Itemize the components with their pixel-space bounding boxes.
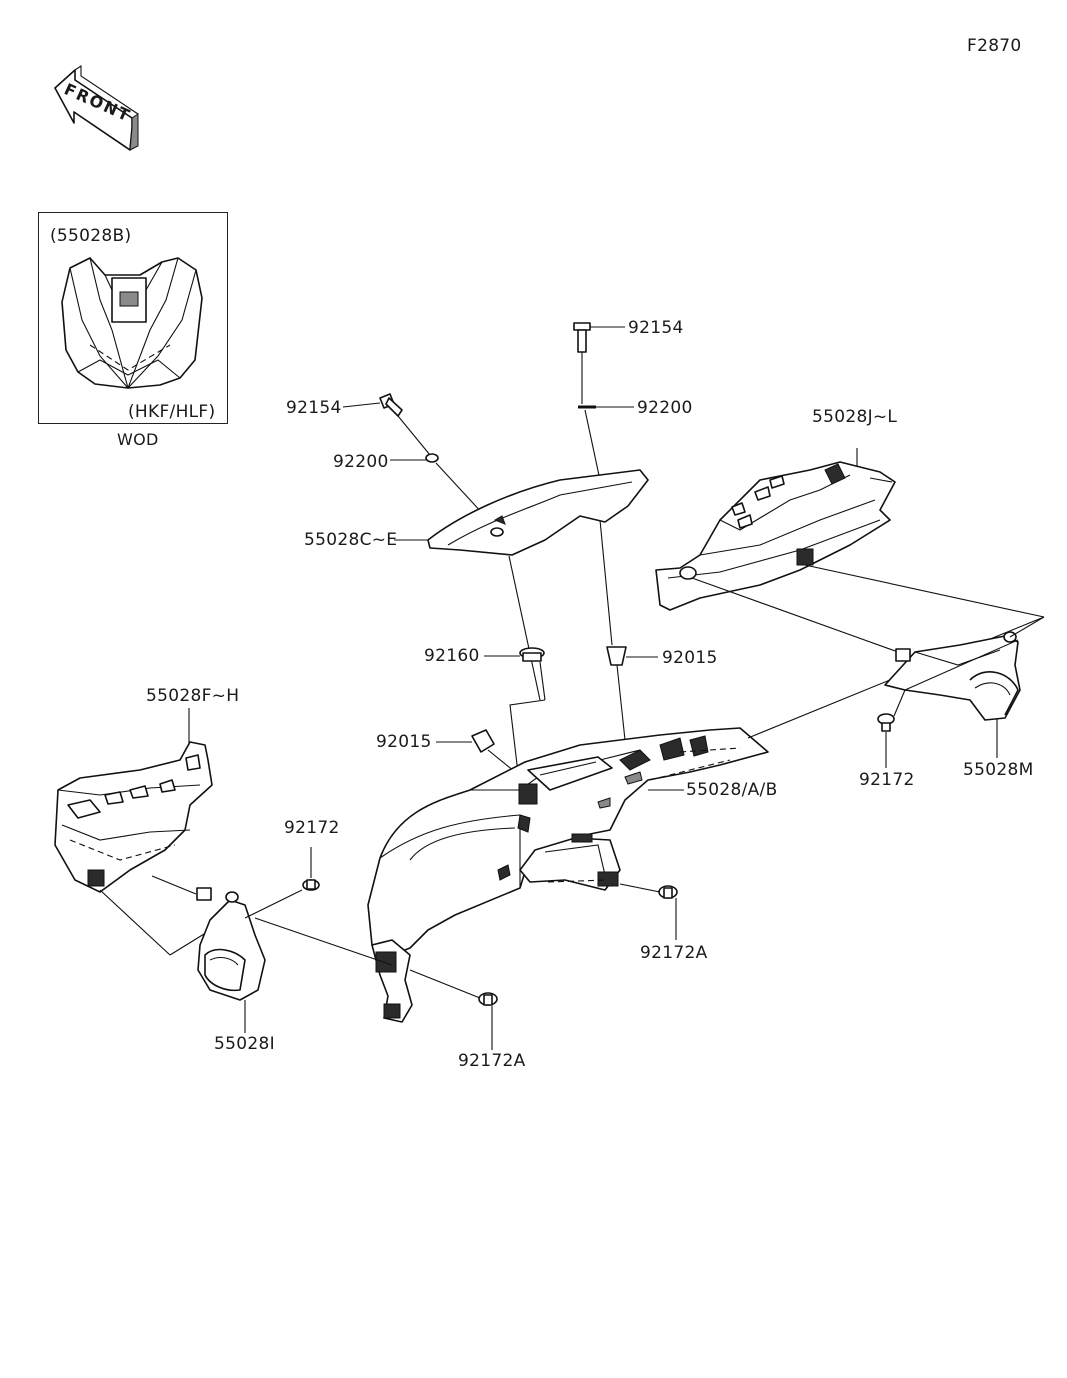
inset-variant-label: (HKF/HLF) bbox=[128, 402, 216, 422]
screw-92172-left-drawing bbox=[302, 847, 320, 891]
screw-92172A-bottom-drawing bbox=[409, 969, 498, 1050]
callout-92172A-bottom: 92172A bbox=[458, 1051, 526, 1071]
inset-cowl-drawing bbox=[61, 257, 203, 389]
callout-92154-left: 92154 bbox=[286, 398, 342, 418]
callout-92160: 92160 bbox=[424, 646, 480, 666]
callout-92172A-right: 92172A bbox=[640, 943, 708, 963]
front-arrow-icon bbox=[54, 64, 139, 151]
screw-92172-right-drawing bbox=[877, 689, 906, 768]
callout-92015-left: 92015 bbox=[376, 732, 432, 752]
callout-92172-right: 92172 bbox=[859, 770, 915, 790]
callout-92154-top: 92154 bbox=[628, 318, 684, 338]
callout-92200-left: 92200 bbox=[333, 452, 389, 472]
callout-55028AB: 55028/A/B bbox=[686, 780, 778, 800]
nut-92015-right-drawing bbox=[606, 646, 658, 741]
diagram-code: F2870 bbox=[967, 36, 1022, 56]
callout-55028CE: 55028C~E bbox=[304, 530, 398, 550]
side-cowl-55028FH-drawing bbox=[54, 708, 231, 956]
callout-92200-top: 92200 bbox=[637, 398, 693, 418]
callout-55028I: 55028I bbox=[214, 1034, 275, 1054]
callout-92015-right: 92015 bbox=[662, 648, 718, 668]
callout-55028M: 55028M bbox=[963, 760, 1034, 780]
main-cowl-55028AB-drawing bbox=[367, 616, 1045, 1023]
turn-signal-55028I-drawing bbox=[196, 887, 393, 1033]
bolt-92154-top-drawing bbox=[573, 322, 634, 646]
callout-92172-left: 92172 bbox=[284, 818, 340, 838]
callout-55028FH: 55028F~H bbox=[146, 686, 240, 706]
callout-55028JL: 55028J~L bbox=[812, 407, 898, 427]
turn-signal-55028M-drawing bbox=[884, 616, 1045, 758]
inset-caption: WOD bbox=[117, 430, 159, 449]
bolt-92154-left-drawing bbox=[342, 393, 497, 529]
grommet-92160-drawing bbox=[484, 647, 546, 791]
screw-92172A-right-drawing bbox=[619, 883, 678, 940]
inset-variant-box bbox=[38, 212, 228, 424]
side-cowl-55028JL-drawing bbox=[655, 448, 1045, 653]
inset-part-label: (55028B) bbox=[50, 226, 132, 246]
cover-55028CE-drawing bbox=[394, 469, 649, 701]
